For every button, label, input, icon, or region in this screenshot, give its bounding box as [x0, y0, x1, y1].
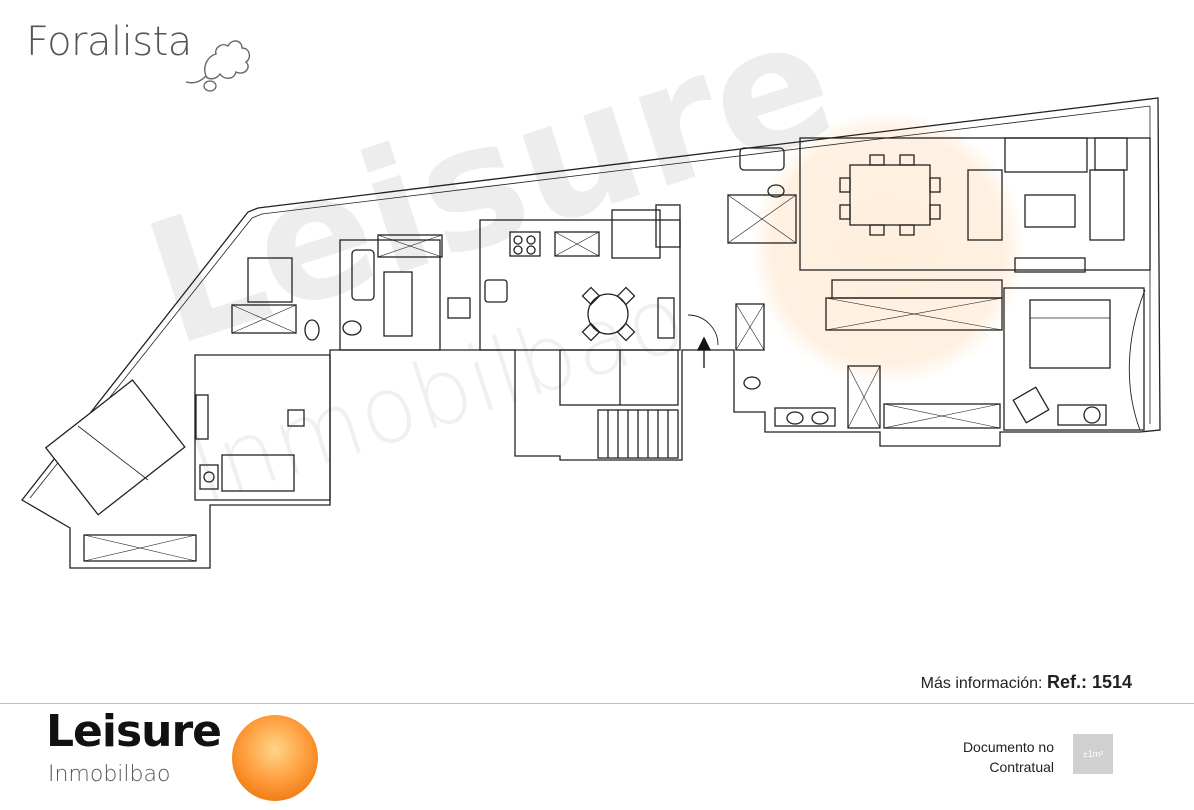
notice-line-1: Documento no	[962, 739, 1054, 755]
balcony-left	[83, 534, 197, 562]
logo-wordmark: Leisure	[46, 706, 222, 757]
bed-icon	[1029, 299, 1111, 369]
sink-icon	[351, 249, 375, 301]
door-swing-icon	[687, 314, 719, 346]
dining-table-icon	[587, 293, 629, 335]
footer-divider	[0, 703, 1194, 704]
exterior-wall-inner	[29, 105, 1151, 499]
more-info-label: Más información:	[920, 675, 1043, 692]
stairs-icon	[597, 409, 679, 459]
sofa-icon	[221, 454, 295, 492]
brand-title: Foralista	[26, 19, 192, 65]
logo-subtitle: Inmobilbao	[48, 762, 171, 787]
armchair-icon	[1012, 386, 1050, 424]
bathtub-icon	[231, 304, 297, 334]
more-info: Más información: Ref.: 1514	[921, 672, 1132, 693]
leaf-icon	[185, 40, 251, 92]
exterior-wall	[21, 97, 1161, 569]
stove-icon	[509, 231, 541, 257]
entrance-arrow-icon	[696, 336, 712, 368]
reference-number: Ref.: 1514	[1046, 672, 1132, 692]
floor-plan	[21, 97, 1161, 569]
tolerance-badge: ±1m²	[1073, 734, 1113, 774]
logo-sun-icon	[232, 715, 318, 801]
sofa-icon	[1004, 137, 1088, 173]
toilet-icon	[304, 319, 320, 341]
watermark-sun	[752, 112, 1024, 384]
shower-icon	[727, 194, 797, 244]
bed-icon	[44, 379, 186, 516]
non-contractual-notice: Documento no Contratual	[963, 737, 1054, 777]
notice-line-2: Contratual	[989, 759, 1054, 775]
